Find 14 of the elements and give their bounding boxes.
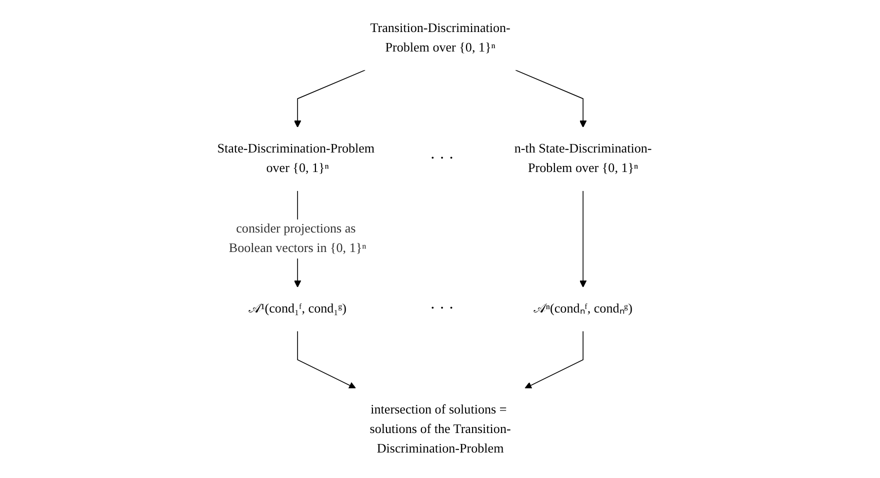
arrow bbox=[524, 330, 584, 389]
node-text: Transition-Discrimination-Problem over {0, 1}ⁿ bbox=[370, 21, 510, 55]
ellipsis-text: · · · bbox=[430, 300, 454, 318]
ellipsis-text: · · · bbox=[430, 150, 454, 168]
node-text: 𝒜¹(cond₁ᶠ, cond₁ᵍ) bbox=[248, 302, 346, 316]
node-text: State-Discrimination-Problem over {0, 1}ⁿ bbox=[216, 142, 374, 176]
arrow bbox=[296, 330, 356, 389]
arrow bbox=[579, 190, 586, 288]
node-text: intersection of solutions = solutions of the Transition-Discrimination-Problem bbox=[369, 402, 511, 456]
arrow bbox=[294, 70, 366, 128]
arrow bbox=[514, 70, 586, 128]
node-text: n-th State-Discrimination-Problem over {0, 1}ⁿ bbox=[514, 142, 652, 176]
edge-label: consider projections as Boolean vectors in {0, 1}ⁿ bbox=[228, 222, 366, 256]
node-text: 𝒜ⁿ(condₙᶠ, condₙᵍ) bbox=[533, 302, 632, 316]
